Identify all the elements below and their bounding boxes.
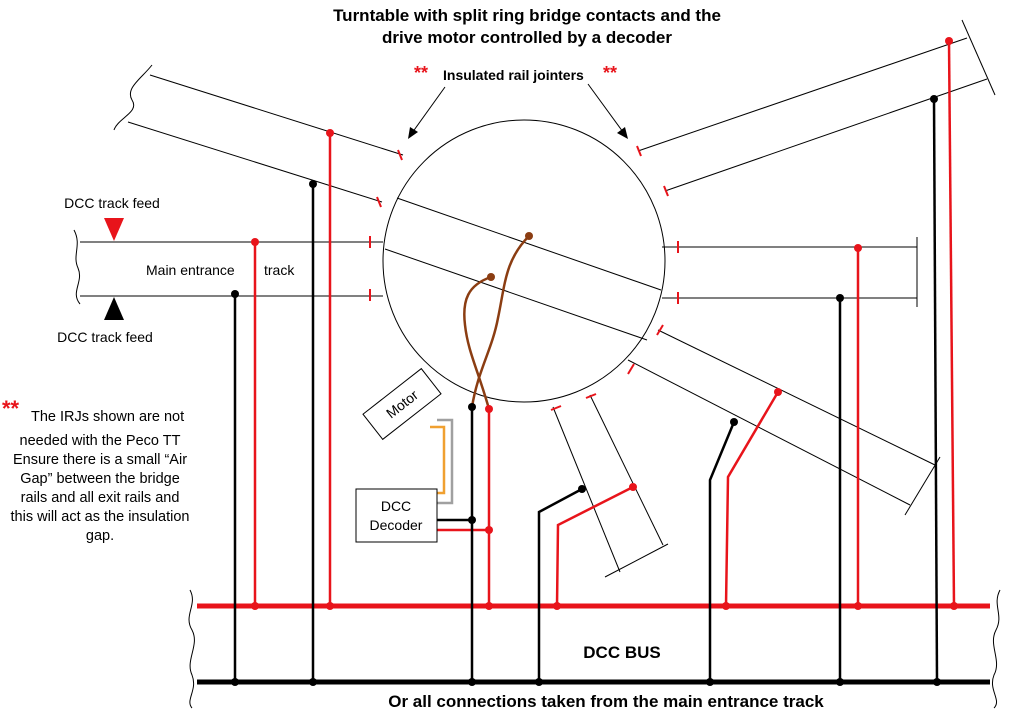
droppers-red (253, 40, 956, 607)
footer-note: Or all connections taken from the main e… (388, 692, 824, 711)
connection-dots-black (231, 95, 941, 686)
bus-break-right (992, 589, 1001, 709)
note-line-6: this will act as the insulation (11, 509, 190, 525)
note-line-3: Ensure there is a small “Air (13, 452, 187, 468)
insulated-rail-jointers (369, 145, 679, 411)
motor-wires (430, 418, 454, 505)
motor-box: Motor (362, 367, 442, 441)
irj-asterisks-right: ** (603, 63, 617, 83)
irj-note: ** The IRJs shown are not needed with th… (2, 396, 189, 544)
droppers-black (233, 98, 939, 683)
tracks (73, 19, 996, 578)
note-asterisks: ** (2, 396, 20, 421)
bridge-pickup-wires (463, 235, 530, 410)
irj-arrow-left (408, 86, 446, 139)
bridge-rail-lower (384, 248, 648, 341)
track-main-entrance (73, 229, 383, 305)
note-line-4: Gap” between the bridge (20, 471, 180, 487)
note-line-5: rails and all exit rails and (21, 490, 180, 506)
feed-top-label: DCC track feed (64, 195, 160, 211)
track-right (662, 237, 918, 307)
bus-label: DCC BUS (583, 643, 660, 662)
main-track-label-2: track (264, 262, 295, 278)
note-line-7: gap. (86, 528, 114, 544)
track-lower (552, 394, 669, 578)
irj-arrow-right (587, 83, 628, 139)
note-line-2: needed with the Peco TT (20, 433, 181, 449)
connection-dots-brown (487, 232, 533, 281)
feed-top-arrow (104, 218, 124, 241)
track-upper-left (113, 64, 404, 203)
feed-bottom-arrow (104, 297, 124, 320)
note-line-1: The IRJs shown are not (31, 409, 184, 425)
bus-break-left (188, 589, 195, 709)
decoder-label-line-2: Decoder (370, 517, 423, 533)
decoder-label-line-1: DCC (381, 498, 411, 514)
irj-label: Insulated rail jointers (443, 67, 584, 83)
turntable-pit (382, 119, 666, 403)
title-line-2: drive motor controlled by a decoder (382, 28, 672, 47)
track-lower-right (627, 329, 941, 516)
dcc-decoder: DCC Decoder (355, 488, 438, 543)
bridge-rail-upper (396, 197, 662, 291)
feed-bottom-label: DCC track feed (57, 329, 153, 345)
irj-asterisks-left: ** (414, 63, 428, 83)
main-track-label-1: Main entrance (146, 262, 235, 278)
connection-dots-red (251, 37, 958, 610)
track-upper-right (637, 19, 996, 192)
title-line-1: Turntable with split ring bridge contact… (333, 6, 721, 25)
